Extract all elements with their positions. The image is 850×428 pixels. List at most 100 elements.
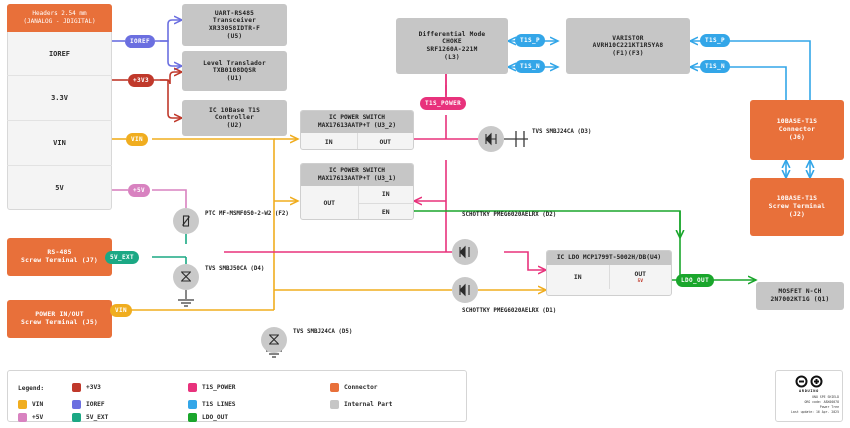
choke-line4: (L3) [444, 53, 460, 61]
legend-item-ldo-out: LDO_OUT [188, 413, 228, 422]
schottky-d1-label: SCHOTTKY PMEG6020AELRX (D1) [462, 308, 556, 316]
j6-line2: Connector [778, 125, 816, 134]
u3-2-pin-in: IN [301, 132, 358, 149]
ptc-f2-label: PTC MF-MSMF050-2-W2 (F2) [205, 211, 289, 219]
connector-10base-t1s-j6[interactable]: 10BASE-T1S Connector (J6) [750, 100, 844, 160]
tvs-d4-line3: (D4) [250, 266, 265, 272]
connector-10base-t1s-screw-j2[interactable]: 10BASE-T1S Screw Terminal (J2) [750, 178, 844, 236]
uart-line3: XR33058IDTR-F [208, 25, 261, 32]
legend-label-t1s-lines: T1S LINES [202, 401, 236, 408]
tvs-d5-label: TVS SMBJ24CA (D5) [293, 329, 352, 337]
legend-item-5v-ext: 5V_EXT [72, 413, 108, 422]
net-t1s-n-right: T1S_N [700, 60, 731, 73]
connector-rs485-screw-j7[interactable]: RS-485 Screw Terminal (J7) [7, 238, 112, 276]
u4-pin-out-voltage: 5V [637, 278, 644, 284]
net-t1s-n-left: T1S_N [515, 60, 546, 73]
part-power-switch-u3-2: IC POWER SWITCH MAX17613AATP+T (U3_2) IN… [300, 110, 414, 150]
part-level-translator: Level Translador TXB0108DQSR (U1) [182, 51, 287, 91]
legend-label-5v-ext: 5V_EXT [86, 414, 109, 421]
legend-swatch-internal-part [330, 400, 339, 409]
legend-swatch-t1s-power [188, 383, 197, 392]
legend-swatch-5v-ext [72, 413, 81, 422]
net-ldo-out: LDO_OUT [676, 274, 715, 287]
tvs-d4-symbol [173, 264, 199, 290]
tvs-d5-symbol [261, 327, 287, 353]
j6-line3: (J6) [788, 132, 806, 141]
title-block-line3: Power Tree [819, 404, 839, 409]
net-vin-j5: VIN [110, 304, 133, 317]
legend-item-5v: +5V [18, 413, 43, 422]
level-translator-line1: Level Translador [203, 59, 266, 67]
part-varistor: VARISTOR AVRH10C221KT1R5YA8 (F1)(F3) [566, 18, 690, 74]
tvs-d5-line3: (D5) [338, 329, 353, 335]
t1s-controller-line3: (U2) [226, 121, 243, 129]
headers-block [7, 4, 112, 210]
u4-pin-in: IN [547, 264, 610, 289]
net-5v-ext: 5V_EXT [105, 251, 140, 264]
arduino-wordmark: ARDUINO [798, 389, 820, 393]
part-t1s-controller: IC 10Base T1S Controller (U2) [182, 100, 287, 136]
legend-label-t1s-power: T1S_POWER [202, 384, 236, 391]
mosfet-line1: MOSFET N-CH [778, 288, 822, 296]
legend-item-t1s-lines: T1S LINES [188, 400, 236, 409]
tvs-d3-line2: SMBJ24CA [545, 129, 574, 135]
schottky-d2-line3: (D2) [542, 212, 557, 218]
headers-title: Headers 2.54 mm (JANALOG - JDIGITAL) [7, 4, 112, 32]
varistor-line1: VARISTOR [612, 34, 644, 42]
u3-2-header: IC POWER SWITCH MAX17613AATP+T (U3_2) [301, 111, 413, 133]
uart-line4: (U5) [226, 32, 243, 40]
net-t1s-p-right: T1S_P [700, 34, 731, 47]
u3-1-header: IC POWER SWITCH MAX17613AATP+T (U3_1) [301, 164, 413, 186]
legend-label-internal-part: Internal Part [344, 401, 393, 408]
legend-item-t1s-power: T1S_POWER [188, 383, 236, 392]
legend-swatch-connector [330, 383, 339, 392]
legend-swatch-ioref [72, 400, 81, 409]
legend-label-connector: Connector [344, 384, 378, 391]
legend-swatch-t1s-lines [188, 400, 197, 409]
t1s-controller-line1: IC 10Base T1S [208, 106, 261, 114]
ptc-f2-symbol [173, 208, 199, 234]
legend-label-ldo-out: LDO_OUT [202, 414, 229, 421]
schottky-d1-symbol [452, 277, 478, 303]
schottky-d1-line3: (D1) [542, 308, 557, 314]
u3-2-head2: MAX17613AATP+T (U3_2) [317, 121, 397, 129]
title-block-meta: UNO SPE SHIELD ORG code: ABX00078 Power … [791, 395, 839, 415]
part-ic-ldo-u4: IC LDO MCP1799T-5002H/DB(U4) IN OUT 5V [546, 250, 672, 296]
u3-1-head1: IC POWER SWITCH [329, 167, 385, 174]
u4-head1: IC LDO [556, 254, 580, 261]
title-block: ARDUINO UNO SPE SHIELD ORG code: ABX0007… [775, 370, 843, 422]
tvs-d5-line2: SMBJ24CA [306, 329, 335, 335]
u4-header: IC LDO MCP1799T-5002H/DB(U4) [547, 251, 671, 265]
net-vin: VIN [126, 133, 149, 146]
schottky-d2-line1: SCHOTTKY [462, 212, 490, 218]
u4-pin-out-label: OUT [634, 269, 647, 278]
level-translator-line3: (U1) [226, 74, 243, 82]
schottky-d2-line2: PMEG6020AELRX [493, 212, 539, 218]
net-5v: +5V [128, 184, 151, 197]
legend-swatch-3v3 [72, 383, 81, 392]
legend-item-connector: Connector [330, 383, 378, 392]
varistor-line2: AVRH10C221KT1R5YA8 [592, 42, 664, 50]
ptc-f2-line3: (F2) [274, 211, 289, 217]
u4-head2: MCP1799T-5002H/DB(U4) [582, 254, 662, 261]
uart-line1: UART-RS485 [214, 9, 255, 17]
choke-line2: CHOKE [442, 38, 462, 46]
legend-label-3v3: +3V3 [86, 384, 101, 391]
t1s-controller-line2: Controller [214, 114, 255, 122]
j5-line2: Screw Terminal (J5) [21, 318, 98, 326]
part-uart-rs485-transceiver: UART-RS485 Transceiver XR33058IDTR-F (U5… [182, 4, 287, 46]
legend-item-3v3: +3V3 [72, 383, 101, 392]
schottky-d2-symbol [452, 239, 478, 265]
legend-swatch-5v [18, 413, 27, 422]
tvs-d3-symbol [478, 126, 504, 152]
tvs-d3-label: TVS SMBJ24CA (D3) [532, 129, 591, 137]
part-mosfet-n-ch: MOSFET N-CH 2N7002KT1G (Q1) [756, 282, 844, 310]
mosfet-line2: 2N7002KT1G (Q1) [770, 296, 830, 303]
connector-power-in-out-screw-j5[interactable]: POWER IN/OUT Screw Terminal (J5) [7, 300, 112, 338]
legend-label-ioref: IOREF [86, 401, 105, 408]
j5-line1: POWER IN/OUT [35, 310, 84, 319]
part-differential-mode-choke: Differential Mode CHOKE SRF1260A-221M (L… [396, 18, 508, 74]
schottky-d1-line2: PMEG6020AELRX [493, 308, 539, 314]
tvs-d3-line1: TVS [532, 129, 543, 135]
j2-line2: Screw Terminal [768, 202, 826, 211]
